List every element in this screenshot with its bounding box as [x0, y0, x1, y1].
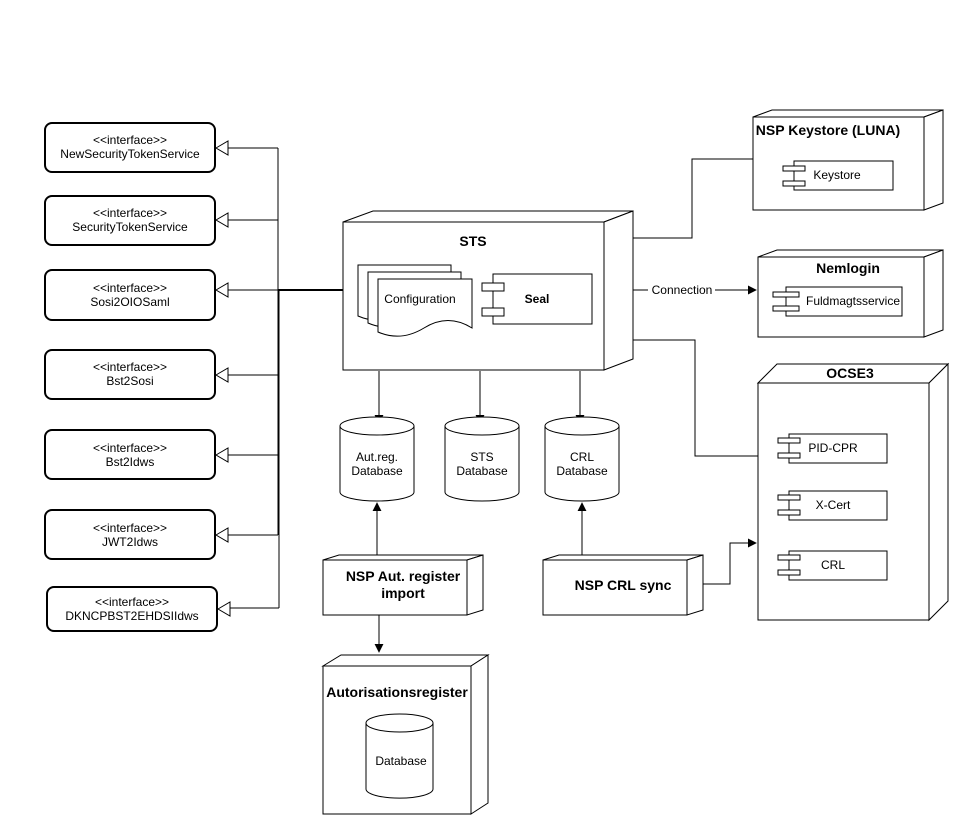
- svg-text:CRL: CRL: [570, 450, 594, 464]
- autreg-import-node: NSP Aut. register import: [322, 554, 484, 616]
- realization-arrowhead: [215, 282, 229, 298]
- interface-sosi2oiosaml: <<interface>> Sosi2OIOSaml: [44, 269, 216, 321]
- pid-cpr-component: PID-CPR: [777, 433, 888, 464]
- svg-text:<<interface>>: <<interface>>: [93, 133, 167, 147]
- keystore-node: NSP Keystore (LUNA) Keystore: [752, 109, 944, 211]
- crl-sync-node: NSP CRL sync: [542, 554, 704, 616]
- ocse3-node: OCSE3 PID-CPR X-Cert CRL: [756, 362, 950, 622]
- keystore-component: Keystore: [782, 160, 894, 191]
- x-cert-component: X-Cert: [777, 490, 888, 521]
- svg-text:NSP Aut. register: NSP Aut. register: [346, 568, 461, 584]
- svg-text:import: import: [381, 585, 425, 601]
- autreg-database: Aut.reg. Database: [339, 416, 415, 502]
- seal-component: Seal: [481, 273, 593, 325]
- svg-text:Autorisationsregister: Autorisationsregister: [326, 684, 468, 700]
- configuration-document-stack: Configuration: [357, 264, 473, 337]
- svg-text:PID-CPR: PID-CPR: [808, 441, 858, 455]
- svg-text:Sosi2OIOSaml: Sosi2OIOSaml: [90, 295, 169, 309]
- svg-text:CRL: CRL: [821, 558, 845, 572]
- sts-ocse3-connector: [633, 339, 758, 457]
- svg-text:NSP Keystore (LUNA): NSP Keystore (LUNA): [756, 122, 900, 138]
- svg-text:SecurityTokenService: SecurityTokenService: [72, 220, 188, 234]
- svg-text:Database: Database: [351, 464, 403, 478]
- realization-arrowhead: [215, 367, 229, 383]
- svg-text:<<interface>>: <<interface>>: [95, 595, 169, 609]
- crl-component: CRL: [777, 550, 888, 581]
- crl-database: CRL Database: [544, 416, 620, 502]
- svg-text:DKNCPBST2EHDSIIdws: DKNCPBST2EHDSIIdws: [65, 609, 198, 623]
- svg-text:Seal: Seal: [525, 292, 550, 306]
- crl-sync-to-ocse3: [703, 538, 757, 585]
- svg-text:Database: Database: [375, 754, 427, 768]
- interface-dkncpbst2ehdsiidws: <<interface>> DKNCPBST2EHDSIIdws: [46, 586, 218, 632]
- svg-text:<<interface>>: <<interface>>: [93, 521, 167, 535]
- autorisationsregister-database: Database: [365, 713, 434, 799]
- realization-arrowheads: [215, 140, 231, 617]
- realization-arrowhead: [215, 212, 229, 228]
- svg-text:Database: Database: [556, 464, 608, 478]
- interface-jwt2idws: <<interface>> JWT2Idws: [44, 509, 216, 560]
- sts-database-connectors: [374, 371, 585, 424]
- svg-text:Aut.reg.: Aut.reg.: [356, 450, 398, 464]
- svg-text:NSP CRL sync: NSP CRL sync: [575, 577, 672, 593]
- svg-text:STS: STS: [470, 450, 493, 464]
- realization-arrowhead: [215, 527, 229, 543]
- svg-text:Database: Database: [456, 464, 508, 478]
- realization-arrowhead: [217, 601, 231, 617]
- svg-text:<<interface>>: <<interface>>: [93, 281, 167, 295]
- sts-title: STS: [459, 233, 486, 249]
- svg-text:Bst2Idws: Bst2Idws: [106, 455, 155, 469]
- svg-text:NewSecurityTokenService: NewSecurityTokenService: [60, 147, 200, 161]
- interface-new-security-token-service: <<interface>> NewSecurityTokenService: [44, 122, 216, 173]
- sts-keystore-connector: [633, 158, 753, 239]
- svg-text:JWT2Idws: JWT2Idws: [102, 535, 158, 549]
- svg-text:Fuldmagtsservice: Fuldmagtsservice: [806, 294, 900, 308]
- svg-text:<<interface>>: <<interface>>: [93, 360, 167, 374]
- interface-bst2sosi: <<interface>> Bst2Sosi: [44, 349, 216, 400]
- svg-text:Bst2Sosi: Bst2Sosi: [106, 374, 153, 388]
- interface-bst2idws: <<interface>> Bst2Idws: [44, 429, 216, 480]
- interface-connectors: [228, 147, 343, 609]
- nemlogin-node: Nemlogin Fuldmagtsservice: [757, 249, 944, 338]
- svg-text:Nemlogin: Nemlogin: [816, 260, 880, 276]
- svg-text:OCSE3: OCSE3: [826, 365, 874, 381]
- connection-arrow: Connection: [633, 283, 757, 297]
- autorisationsregister-node: Autorisationsregister Database: [321, 654, 490, 815]
- fuldmagtsservice-component: Fuldmagtsservice: [772, 286, 903, 317]
- svg-text:<<interface>>: <<interface>>: [93, 206, 167, 220]
- svg-text:Configuration: Configuration: [384, 292, 455, 306]
- sts-database: STS Database: [444, 416, 520, 502]
- connection-label: Connection: [652, 283, 713, 297]
- svg-text:<<interface>>: <<interface>>: [93, 441, 167, 455]
- interface-security-token-service: <<interface>> SecurityTokenService: [44, 195, 216, 246]
- realization-arrowhead: [215, 140, 229, 156]
- svg-text:X-Cert: X-Cert: [816, 498, 851, 512]
- svg-text:Keystore: Keystore: [813, 168, 861, 182]
- realization-arrowhead: [215, 447, 229, 463]
